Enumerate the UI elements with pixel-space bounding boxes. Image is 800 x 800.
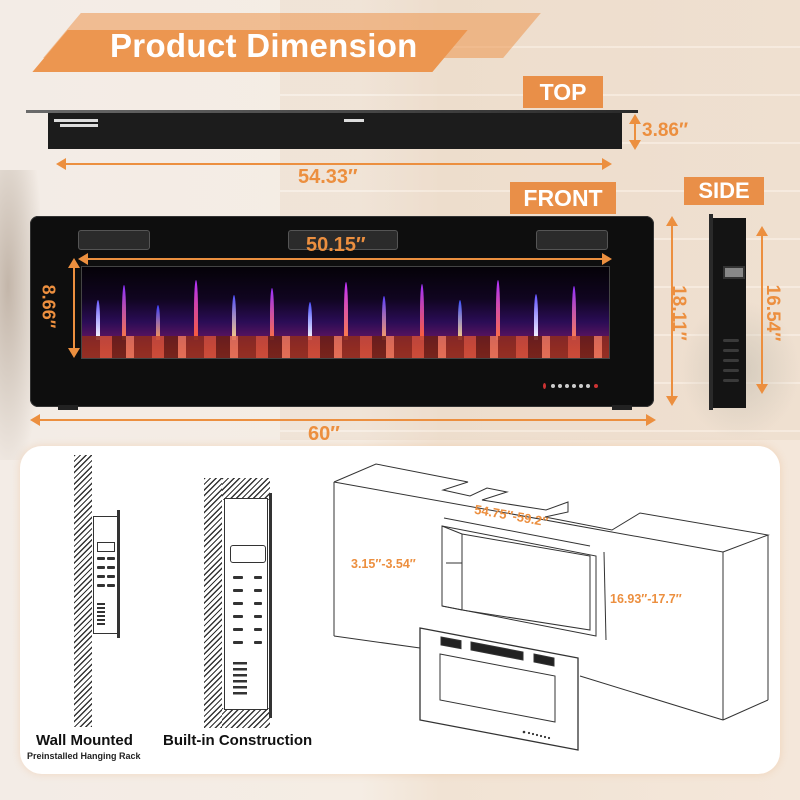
- top-view-body: [48, 113, 622, 149]
- flame: [382, 296, 386, 340]
- inner-width-dimension: 50.15″: [306, 234, 366, 256]
- vent-grille: [233, 662, 247, 698]
- vent-slot: [254, 615, 262, 618]
- log-bed: [82, 336, 609, 358]
- vent-slot: [233, 576, 243, 579]
- front-view-label: FRONT: [510, 182, 616, 214]
- vent-slot: [97, 566, 105, 569]
- top-depth-dimension: 3.86″: [642, 120, 689, 141]
- rating-label: [60, 124, 98, 127]
- vent-slot: [233, 628, 243, 631]
- vent-slot: [233, 589, 243, 592]
- built-in-hatch-top: [222, 478, 270, 500]
- control-button: [551, 384, 555, 388]
- vent-slot: [97, 575, 105, 578]
- top-view-glass: [26, 110, 638, 113]
- flame: [232, 295, 236, 340]
- indicator-light: [594, 384, 598, 388]
- side-vent-slot: [723, 359, 739, 362]
- flame: [534, 294, 538, 340]
- side-bracket: [709, 214, 713, 410]
- vent-slot: [254, 589, 262, 592]
- flame: [96, 300, 100, 340]
- center-vent: [288, 230, 398, 250]
- page-title: Product Dimension: [110, 27, 418, 64]
- vent-slot: [233, 615, 243, 618]
- flame: [156, 305, 160, 340]
- wall-unit-handle: [97, 542, 115, 552]
- flame: [308, 302, 312, 340]
- side-height-dimension: 16.54″: [762, 284, 783, 342]
- vent-slot: [254, 641, 262, 644]
- power-button: [543, 383, 546, 389]
- flame: [194, 280, 198, 340]
- rating-label: [54, 119, 98, 122]
- side-vent-slot: [723, 379, 739, 382]
- right-vent: [536, 230, 608, 250]
- flame: [458, 300, 462, 340]
- wall-hatch: [74, 455, 92, 727]
- control-button: [572, 384, 576, 388]
- side-vent-slot: [723, 349, 739, 352]
- control-button: [558, 384, 562, 388]
- depth-arrow: [629, 114, 641, 150]
- side-handle: [723, 266, 745, 279]
- flame: [572, 286, 576, 340]
- inner-width-arrow: [78, 253, 612, 265]
- vent-slot: [107, 557, 115, 560]
- vent-slot: [254, 576, 262, 579]
- wall-mounted-subtitle: Preinstalled Hanging Rack: [27, 751, 141, 761]
- built-in-hatch-left: [204, 478, 222, 728]
- wall-mount-glass: [117, 510, 120, 638]
- vent-slot: [254, 602, 262, 605]
- height-arrow: [666, 216, 678, 406]
- flame: [420, 284, 424, 340]
- flame-display: [81, 266, 610, 359]
- width-arrow: [30, 414, 656, 426]
- inner-height-dimension: 8.66″: [38, 284, 59, 329]
- side-body: [713, 218, 746, 408]
- vent-slot: [233, 641, 243, 644]
- vent-slot: [97, 584, 105, 587]
- rating-label: [344, 119, 364, 122]
- vent-slot: [233, 602, 243, 605]
- control-button: [579, 384, 583, 388]
- bracket-foot: [58, 405, 78, 410]
- vent-slot: [107, 584, 115, 587]
- cutout-depth-dimension: 3.15″-3.54″: [351, 557, 416, 571]
- cutout-height-dimension: 16.93″-17.7″: [610, 592, 682, 606]
- built-in-glass: [269, 493, 272, 718]
- vent-slot: [107, 575, 115, 578]
- top-view-label: TOP: [523, 76, 603, 108]
- built-in-title: Built-in Construction: [163, 732, 313, 749]
- recessed-cutout-diagram: [333, 463, 770, 751]
- flame: [122, 285, 126, 340]
- vent-grille: [97, 603, 105, 627]
- built-in-handle: [230, 545, 266, 563]
- flame: [496, 280, 500, 340]
- control-button: [565, 384, 569, 388]
- flame: [344, 282, 348, 340]
- width-dimension: 60″: [308, 423, 340, 445]
- vent-slot: [254, 628, 262, 631]
- side-vent-slot: [723, 369, 739, 372]
- inner-height-arrow: [68, 258, 80, 358]
- left-vent: [78, 230, 150, 250]
- side-view-label: SIDE: [684, 177, 764, 205]
- installation-panel: [20, 446, 780, 774]
- top-width-arrow: [56, 158, 612, 170]
- vent-slot: [107, 566, 115, 569]
- bracket-foot: [612, 405, 632, 410]
- wall-mounted-title: Wall Mounted: [36, 732, 133, 749]
- top-width-dimension: 54.33″: [298, 166, 358, 188]
- side-vent-slot: [723, 339, 739, 342]
- built-in-hatch-bottom: [222, 708, 270, 728]
- vent-slot: [97, 557, 105, 560]
- height-dimension: 18.11″: [668, 285, 689, 341]
- control-button: [586, 384, 590, 388]
- flame: [270, 288, 274, 340]
- side-height-arrow: [756, 226, 768, 394]
